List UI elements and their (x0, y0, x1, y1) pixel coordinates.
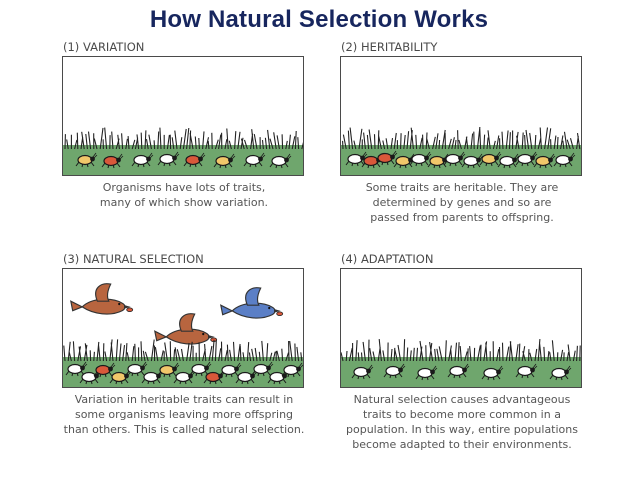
beetle-icon (515, 363, 538, 379)
page-title: How Natural Selection Works (149, 6, 489, 33)
beetle-icon (479, 151, 502, 167)
grass-blades (64, 127, 303, 150)
beetle-icon (553, 152, 576, 168)
beetle-icon (447, 363, 470, 379)
beetle-icon (213, 153, 236, 169)
beetle-icon (281, 362, 303, 378)
beetle-icon (345, 151, 368, 167)
beetle-icon (251, 361, 274, 377)
panel-caption: Natural selection causes advantageous tr… (346, 393, 578, 451)
bird-icon (70, 283, 134, 315)
panel-natural-selection: (3) NATURAL SELECTION Variation in herit… (62, 252, 306, 437)
beetle-group (75, 151, 292, 169)
beetle-group (65, 361, 303, 385)
panel-variation: (1) VARIATION Organisms have lots of tra… (62, 40, 306, 210)
beetle-icon (533, 153, 556, 169)
beetle-icon (203, 369, 226, 385)
beetle-icon (497, 153, 520, 169)
panel-heritability: (2) HERITABILITY Some traits are heritab… (340, 40, 584, 225)
panel-label: (2) HERITABILITY (341, 40, 438, 54)
beetle-icon (351, 364, 374, 380)
panel-adaptation: (4) ADAPTATION Natural selection causes … (340, 252, 584, 452)
beetle-icon (481, 365, 504, 381)
panel-label: (3) NATURAL SELECTION (63, 252, 204, 266)
illustration-frame (340, 56, 582, 176)
beetle-icon (427, 153, 450, 169)
beetle-icon (101, 153, 124, 169)
illustration-frame (62, 56, 304, 176)
grass-band (63, 145, 303, 175)
beetle-icon (183, 152, 206, 168)
beetle-icon (157, 362, 180, 378)
beetle-icon (125, 361, 148, 377)
panel-caption: Some traits are heritable. They are dete… (365, 181, 559, 224)
grass-blades (341, 339, 581, 362)
beetle-icon (415, 365, 438, 381)
beetle-icon (173, 369, 196, 385)
bird-icon (220, 287, 284, 319)
grass-blades (342, 127, 581, 150)
panel-caption: Organisms have lots of traits, many of w… (99, 181, 269, 209)
meadow-scene (341, 339, 581, 387)
grass-strip (341, 339, 581, 387)
beetle-icon (461, 153, 484, 169)
bird-icon (154, 313, 218, 345)
beetle-icon (75, 152, 98, 168)
illustration-frame (62, 268, 304, 388)
beetle-icon (243, 152, 266, 168)
beetle-icon (219, 362, 242, 378)
beetle-icon (443, 151, 466, 167)
beetle-icon (515, 151, 538, 167)
beetle-icon (375, 150, 398, 166)
bird-flock (70, 283, 284, 345)
meadow-scene (63, 283, 303, 387)
beetle-icon (65, 361, 88, 377)
grass-strip (341, 127, 581, 175)
panel-caption: Variation in heritable traits can result… (63, 393, 305, 436)
panel-label: (4) ADAPTATION (341, 252, 434, 266)
beetle-group (345, 150, 576, 169)
beetle-icon (549, 365, 572, 381)
beetle-icon (269, 153, 292, 169)
beetle-icon (383, 363, 406, 379)
grass-blades (63, 339, 303, 362)
meadow-scene (341, 127, 581, 175)
beetle-group (351, 363, 572, 381)
beetle-icon (93, 362, 116, 378)
illustration-frame (340, 268, 582, 388)
beetle-icon (409, 151, 432, 167)
grass-strip (63, 127, 303, 175)
beetle-icon (189, 361, 212, 377)
beetle-icon (157, 151, 180, 167)
beetle-icon (393, 153, 416, 169)
panel-label: (1) VARIATION (63, 40, 145, 54)
meadow-scene (63, 127, 303, 175)
beetle-icon (131, 152, 154, 168)
